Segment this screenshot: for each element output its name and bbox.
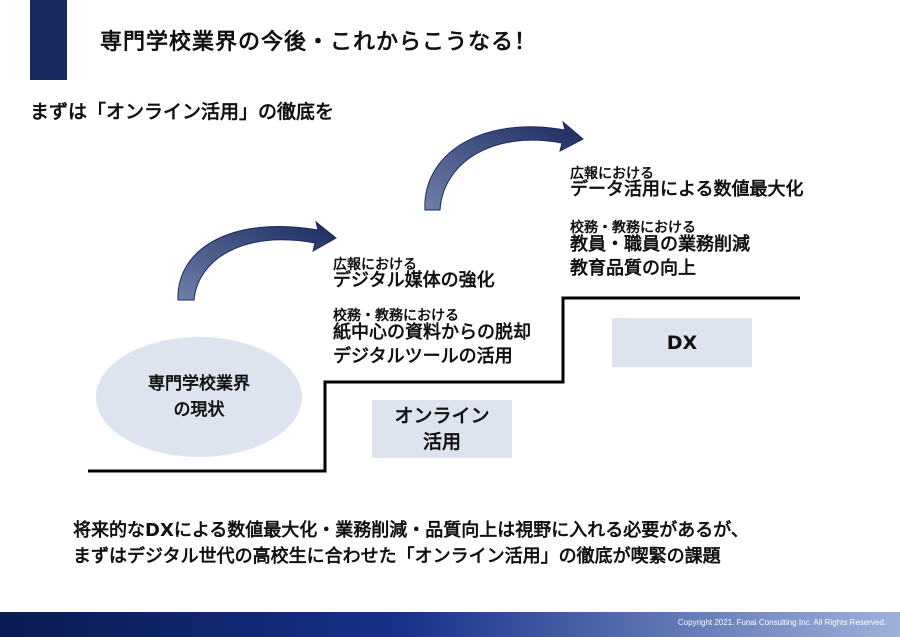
curved-arrow-2	[424, 120, 584, 211]
slide-title: 専門学校業界の今後・これからこうなる！	[100, 30, 538, 55]
step2-school-item-1: 教員・職員の業務削減	[570, 234, 750, 255]
conclusion-line1: 将来的なDXによる数値最大化・業務削減・品質向上は視野に入れる必要があるが、	[73, 520, 749, 541]
curved-arrow-1	[177, 220, 337, 301]
current-state-line1: 専門学校業界	[148, 374, 250, 394]
step1-pr-item: デジタル媒体の強化	[333, 270, 495, 291]
current-state-ellipse	[96, 337, 302, 457]
step1-box-line2: 活用	[422, 431, 461, 453]
step1-box: オンライン 活用	[372, 400, 512, 458]
staircase-line	[88, 296, 800, 473]
step1-school-label: 校務・教務における	[333, 308, 459, 324]
step1-pr-label: 広報における	[333, 257, 417, 273]
slide-subtitle: まずは「オンライン活用」の徹底を	[30, 101, 335, 123]
step1-school-item-2: デジタルツールの活用	[333, 346, 513, 367]
current-state-label: 専門学校業界 の現状	[120, 371, 278, 423]
conclusion-text: 将来的なDXによる数値最大化・業務削減・品質向上は視野に入れる必要があるが、 ま…	[73, 518, 749, 570]
step2-pr-label: 広報における	[570, 166, 654, 182]
copyright-text: Copyright 2021. Funai Consulting Inc. Al…	[677, 618, 886, 627]
step1-school-item-1: 紙中心の資料からの脱却	[333, 322, 531, 343]
footer-band	[0, 612, 900, 637]
step2-pr-item: データ活用による数値最大化	[570, 179, 804, 200]
step1-box-line1: オンライン	[394, 405, 490, 427]
current-state-line2: の現状	[173, 400, 225, 420]
step2-box-label: DX	[666, 331, 698, 354]
conclusion-line2: まずはデジタル世代の高校生に合わせた「オンライン活用」の徹底が喫緊の課題	[73, 546, 721, 567]
title-accent-bar	[30, 0, 67, 80]
step2-school-label: 校務・教務における	[570, 220, 696, 236]
step2-school-item-2: 教育品質の向上	[570, 258, 696, 279]
step2-box: DX	[612, 318, 752, 367]
